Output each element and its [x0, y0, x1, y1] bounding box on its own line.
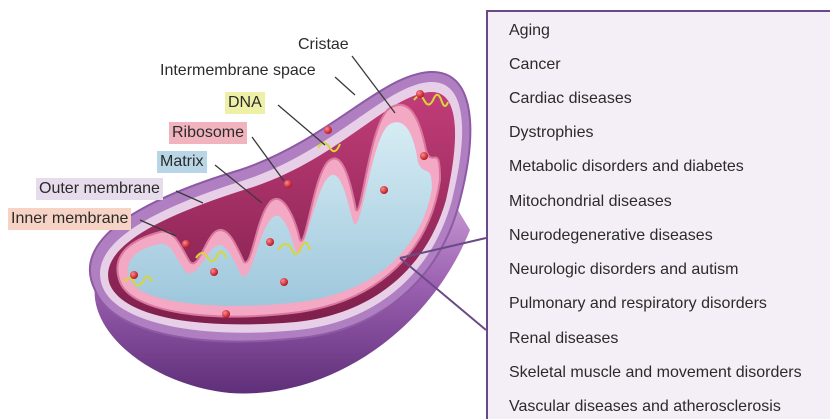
ribosome-dot — [420, 152, 428, 160]
disease-item: Dystrophies — [509, 123, 593, 143]
leader-dna — [278, 105, 325, 145]
label-outer-membrane: Outer membrane — [36, 178, 163, 200]
disease-item: Renal diseases — [509, 329, 618, 349]
ribosome-dot — [210, 268, 218, 276]
disease-item: Cardiac diseases — [509, 89, 632, 109]
label-matrix: Matrix — [157, 151, 207, 173]
ribosome-dot — [324, 126, 332, 134]
disease-item: Vascular diseases and atherosclerosis — [509, 397, 781, 417]
ribosome-dot — [222, 310, 230, 318]
label-intermembrane-space: Intermembrane space — [160, 60, 316, 82]
disease-item: Neurologic disorders and autism — [509, 260, 738, 280]
disease-item: Mitochondrial diseases — [509, 192, 672, 212]
ribosome-dot — [380, 186, 388, 194]
disease-item: Pulmonary and respiratory disorders — [509, 294, 767, 314]
label-dna: DNA — [225, 92, 265, 114]
disease-list-panel: Aging Cancer Cardiac diseases Dystrophie… — [486, 10, 830, 419]
disease-item: Aging — [509, 21, 550, 41]
label-ribosome: Ribosome — [169, 122, 247, 144]
label-cristae: Cristae — [298, 34, 349, 56]
disease-item: Neurodegenerative diseases — [509, 226, 713, 246]
ribosome-dot — [266, 238, 274, 246]
ribosome-dot — [130, 271, 138, 279]
ribosome-dot — [182, 240, 190, 248]
disease-item: Skeletal muscle and movement disorders — [509, 363, 802, 383]
ribosome-dot — [280, 278, 288, 286]
disease-item: Cancer — [509, 55, 561, 75]
disease-item: Metabolic disorders and diabetes — [509, 157, 744, 177]
ribosome-dot — [416, 90, 424, 98]
ribosome-dot — [284, 180, 292, 188]
label-inner-membrane: Inner membrane — [8, 208, 131, 230]
leader-intermembrane — [335, 77, 355, 95]
